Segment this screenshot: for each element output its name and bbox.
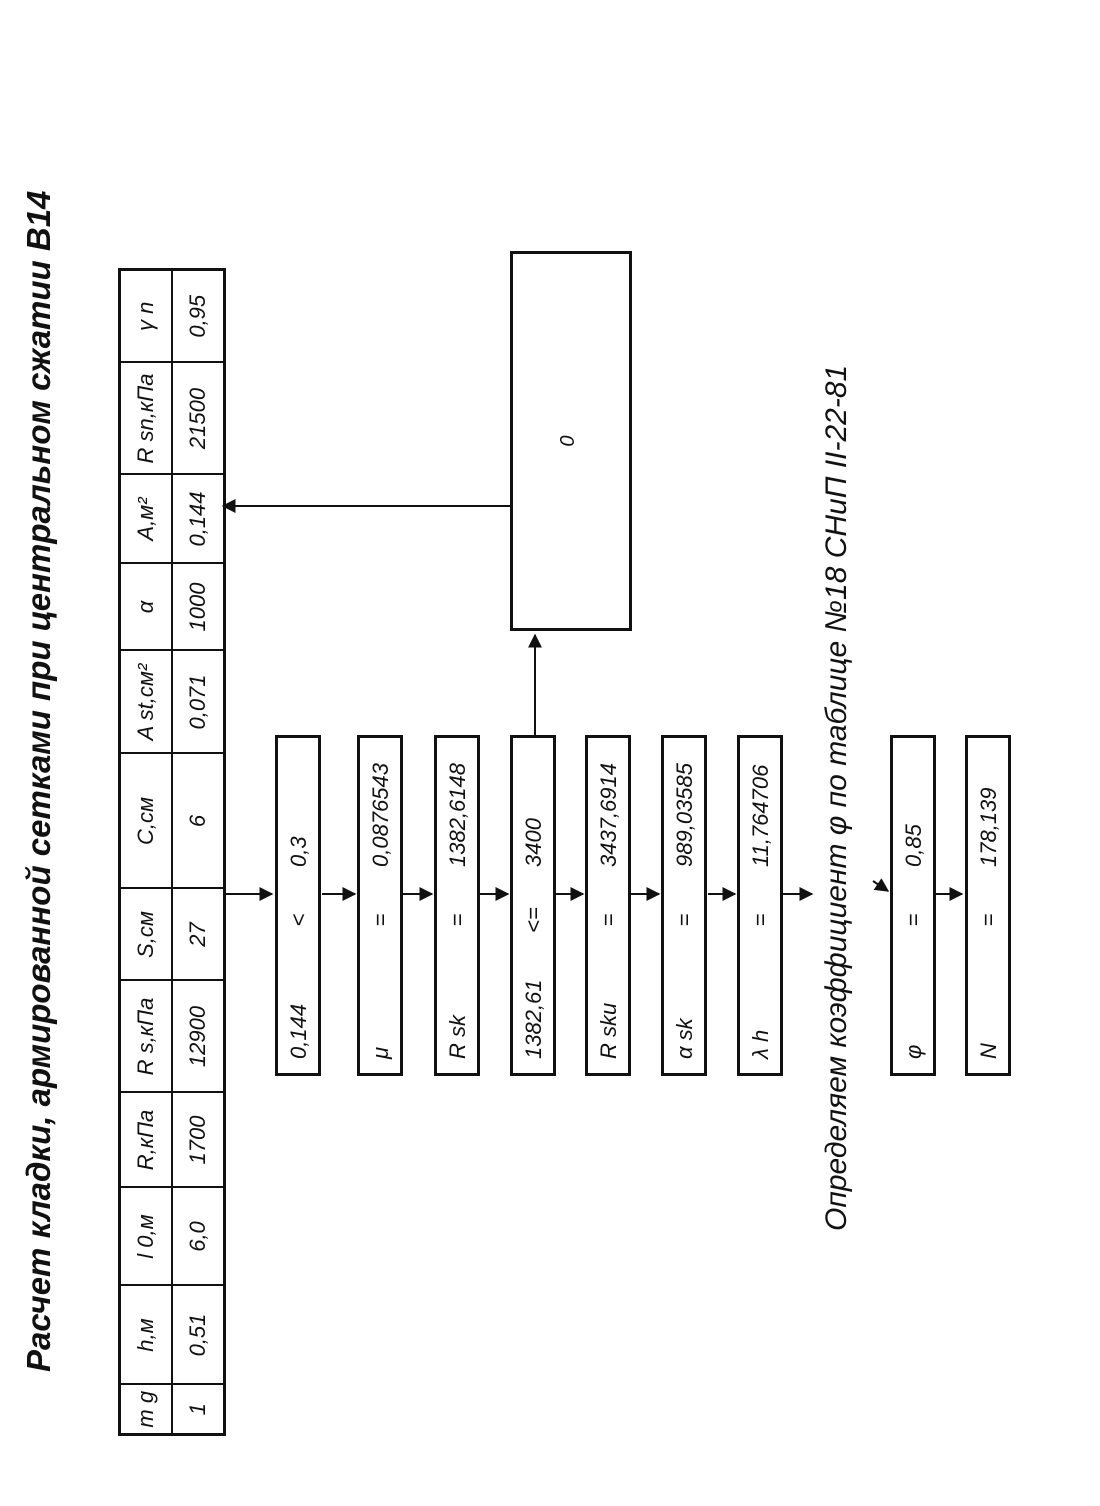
chain-value: 3400 xyxy=(521,818,546,867)
chain-row: 0,144 < 0,3 xyxy=(275,735,321,1076)
result-row: N = 178,139 xyxy=(965,735,1011,1076)
chain-operator: < xyxy=(286,913,311,927)
chain-operator: = xyxy=(368,913,393,927)
result-operator: = xyxy=(901,913,926,927)
chain-row: α sk = 989,03585 xyxy=(661,735,707,1076)
chain-value: 0,0876543 xyxy=(368,763,393,867)
chain-operator: = xyxy=(748,913,773,927)
result-value: 178,139 xyxy=(976,787,1001,867)
chain-symbol: 1382,61 xyxy=(521,979,546,1059)
side-result-box: 0 xyxy=(510,251,632,631)
chain-symbol: R sk xyxy=(445,1015,470,1059)
arrow-note-phi xyxy=(872,878,890,892)
coefficient-note: Определяем коэффициент φ по таблице №18 … xyxy=(820,364,853,1231)
chain-value: 1382,6148 xyxy=(445,763,470,867)
chain-symbol: λ h xyxy=(748,1029,773,1059)
result-symbol: N xyxy=(976,1043,1001,1059)
chain-row: 1382,61 <= 3400 xyxy=(510,735,556,1076)
result-symbol: φ xyxy=(901,1044,926,1059)
chain-symbol: α sk xyxy=(672,1018,697,1059)
chain-value: 11,764706 xyxy=(748,764,773,867)
chain-symbol: R sku xyxy=(596,1002,621,1059)
chain-row: R sku = 3437,6914 xyxy=(585,735,631,1076)
chain-operator: = xyxy=(672,913,697,927)
chain-row: μ = 0,0876543 xyxy=(357,735,403,1076)
chain-row: λ h = 11,764706 xyxy=(737,735,783,1076)
chain-operator: = xyxy=(596,913,621,927)
chain-value: 989,03585 xyxy=(672,763,697,867)
chain-symbol: 0,144 xyxy=(286,1003,311,1059)
result-row: φ = 0,85 xyxy=(890,735,936,1076)
chain-operator: <= xyxy=(521,907,546,933)
chain-value: 0,3 xyxy=(286,836,311,867)
chain-value: 3437,6914 xyxy=(596,763,621,867)
result-value: 0,85 xyxy=(901,824,926,867)
chain-row: R sk = 1382,6148 xyxy=(434,735,480,1076)
chain-operator: = xyxy=(445,913,470,927)
side-result-value: 0 xyxy=(557,435,579,447)
chain-symbol: μ xyxy=(368,1046,393,1059)
result-operator: = xyxy=(976,913,1001,927)
